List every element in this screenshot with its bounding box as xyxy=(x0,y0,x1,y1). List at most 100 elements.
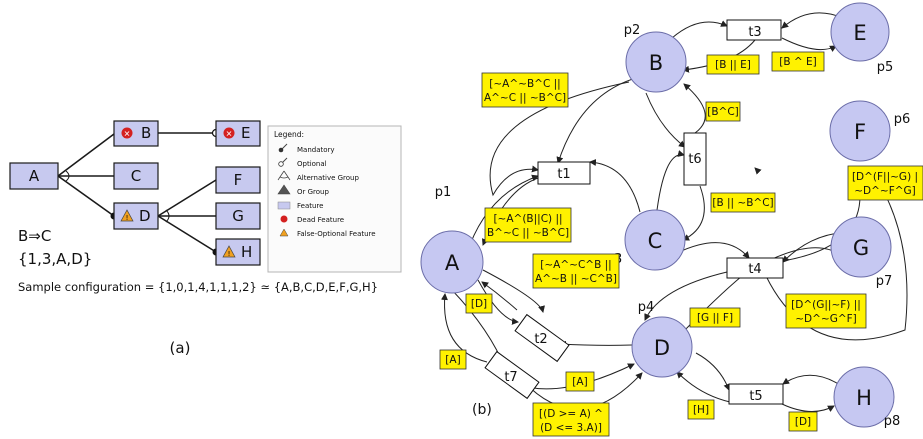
guard-t7-d-range: [(D >= A) ^ (D <= 3.A)] xyxy=(532,402,610,437)
arc-h-t5 xyxy=(782,374,841,386)
place-g: G p7 xyxy=(830,216,893,289)
svg-text:[A]: [A] xyxy=(572,376,587,388)
transition-t4: t4 xyxy=(726,257,784,279)
edge-d-f xyxy=(157,179,217,217)
feature-g: G xyxy=(215,202,261,230)
svg-text:[~A^(B||C) ||: [~A^(B||C) || xyxy=(493,213,562,225)
svg-text:[(D >= A) ^: [(D >= A) ^ xyxy=(539,408,603,420)
svg-text:p2: p2 xyxy=(624,23,641,38)
svg-text:t4: t4 xyxy=(748,262,761,277)
feature-e: ✕ E xyxy=(215,120,261,147)
feature-h: ! H xyxy=(215,238,261,266)
arc-b-t3 xyxy=(671,20,728,39)
place-e: E p5 xyxy=(830,2,893,75)
legend-optional: Optional xyxy=(278,157,327,168)
cross-tree-constraint: B⇒C xyxy=(18,227,51,245)
alternative-group-arc xyxy=(65,170,70,182)
guard-b-and-c: [B^C] xyxy=(705,101,741,122)
svg-text:!: ! xyxy=(126,214,129,222)
product-set: {1,3,A,D} xyxy=(18,250,92,268)
place-f: F p6 xyxy=(829,100,910,162)
arc-t6-b xyxy=(683,83,706,134)
svg-text:t3: t3 xyxy=(748,25,761,40)
dead-feature-icon xyxy=(121,127,133,139)
svg-text:A^~B || ~C^B]: A^~B || ~C^B] xyxy=(535,273,617,285)
guard-b-and-e: [B ^ E] xyxy=(771,51,825,72)
arc-c-t4 xyxy=(676,242,750,259)
svg-text:t6: t6 xyxy=(688,152,701,167)
svg-text:t7: t7 xyxy=(504,370,517,385)
svg-text:p7: p7 xyxy=(876,274,893,289)
or-group-icon xyxy=(277,184,291,195)
arc-c-t6 xyxy=(655,150,685,219)
svg-text:A: A xyxy=(29,167,40,185)
transition-t6: t6 xyxy=(683,132,707,186)
transition-t2: t2 xyxy=(514,313,570,363)
legend-false-optional: False-Optional Feature xyxy=(279,228,376,238)
svg-text:p1: p1 xyxy=(435,185,452,200)
svg-text:H: H xyxy=(856,386,872,410)
legend-alternative-group: Alternative Group xyxy=(277,170,359,182)
svg-text:[B || ~B^C]: [B || ~B^C] xyxy=(712,197,773,209)
arc-d-t4 xyxy=(644,271,728,321)
false-optional-icon xyxy=(120,209,134,222)
svg-text:[G || F]: [G || F] xyxy=(697,312,733,324)
legend-dead-feature: Dead Feature xyxy=(280,215,344,224)
false-optional-icon xyxy=(279,228,289,237)
feature-swatch-icon xyxy=(277,201,291,210)
arc-t2-a xyxy=(481,281,518,311)
legend-feature: Feature xyxy=(277,201,323,210)
svg-text:A: A xyxy=(445,251,460,275)
sample-configuration: Sample configuration = {1,0,1,4,1,1,1,2}… xyxy=(18,280,378,294)
place-h: H p8 xyxy=(833,366,900,429)
svg-text:Mandatory: Mandatory xyxy=(297,146,335,154)
legend: Legend: Mandatory Optional Alternative G… xyxy=(267,125,402,273)
caption-b: (b) xyxy=(472,402,492,418)
svg-text:E: E xyxy=(853,21,866,45)
svg-text:G: G xyxy=(232,207,244,225)
place-d: D p4 xyxy=(631,300,693,378)
svg-text:B: B xyxy=(141,124,151,142)
svg-text:~D^~G^F]: ~D^~G^F] xyxy=(795,313,857,325)
guard-t6-c: [B || ~B^C] xyxy=(710,192,776,213)
svg-text:~D^~F^G]: ~D^~F^G] xyxy=(854,185,916,197)
svg-text:[H]: [H] xyxy=(693,404,709,416)
guard-t4-f: [D^(F||~G) | ~D^~F^G] xyxy=(847,165,923,201)
guard-t7-a: [A] xyxy=(439,349,467,370)
svg-text:D: D xyxy=(654,336,670,360)
arc-t6-c xyxy=(682,185,705,241)
svg-text:C: C xyxy=(648,229,663,253)
petri-net-panel: A p1 B p2 C p3 D p4 E p5 F p6 xyxy=(420,2,923,437)
arc-c-t1 xyxy=(589,158,641,213)
arc-b-t1 xyxy=(556,77,637,164)
svg-text:False-Optional Feature: False-Optional Feature xyxy=(297,230,376,238)
svg-text:[D]: [D] xyxy=(795,416,811,428)
svg-text:t2: t2 xyxy=(534,332,547,347)
guard-t4-d: [G || F] xyxy=(689,307,741,328)
svg-text:[~A^~C^B ||: [~A^~C^B || xyxy=(540,259,611,271)
feature-tree-edges xyxy=(57,128,221,256)
legend-mandatory: Mandatory xyxy=(278,143,335,154)
svg-text:F: F xyxy=(234,171,243,189)
dead-feature-icon xyxy=(223,127,235,139)
feature-a: A xyxy=(9,162,59,190)
arc-a-t2b xyxy=(482,269,545,313)
svg-text:Dead Feature: Dead Feature xyxy=(297,216,344,224)
svg-text:t1: t1 xyxy=(557,167,570,182)
feature-f: F xyxy=(215,166,261,194)
guard-t4-g: [D^(G||~F) || ~D^~G^F] xyxy=(785,293,867,329)
arc-b-t6 xyxy=(645,92,686,148)
svg-text:A^~C || ~B^C]: A^~C || ~B^C] xyxy=(484,92,566,104)
transition-t5: t5 xyxy=(728,383,784,405)
or-group-arc xyxy=(165,209,170,223)
guard-b-or-e: [B || E] xyxy=(706,54,760,75)
svg-text:F: F xyxy=(854,120,866,144)
edge-d-h xyxy=(157,215,217,253)
legend-or-group: Or Group xyxy=(277,184,329,196)
optional-icon xyxy=(278,161,284,167)
arc-t3-e xyxy=(781,37,837,52)
svg-text:[B^C]: [B^C] xyxy=(707,106,739,118)
svg-text:G: G xyxy=(853,236,869,260)
svg-text:[B || E]: [B || E] xyxy=(715,59,751,71)
